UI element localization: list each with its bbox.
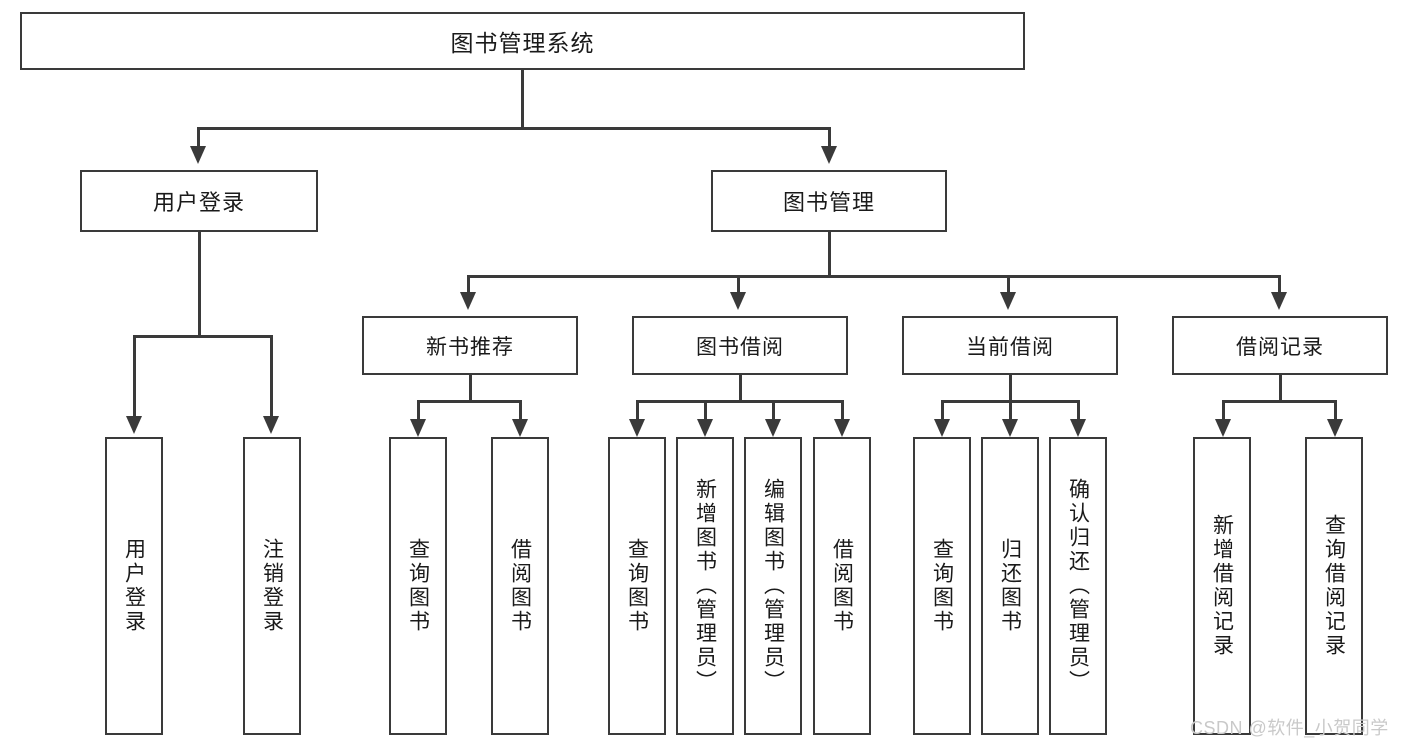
leaf-borrowrecord-query-record[interactable]: 查询借阅记录	[1305, 437, 1363, 735]
connector-root-bus	[197, 127, 831, 130]
connector-borrowrecord-bus	[1222, 400, 1337, 403]
arrowhead-bookborrow-leaf1	[629, 419, 645, 437]
node-label: 查询图书	[625, 538, 649, 634]
connector-bookborrow-stem	[739, 375, 742, 403]
arrowhead-borrowrecord-leaf2	[1327, 419, 1343, 437]
connector-newbook-to-leaf1	[417, 400, 420, 420]
connector-bookmgmt-to-new	[467, 275, 470, 293]
connector-bookborrow-to-leaf1	[636, 400, 639, 420]
connector-login-to-leaf1	[133, 335, 136, 417]
arrowhead-bookmgmt-current	[1000, 292, 1016, 310]
arrowhead-borrowrecord-leaf1	[1215, 419, 1231, 437]
arrowhead-bookborrow-leaf3	[765, 419, 781, 437]
leaf-bookborrow-query-book[interactable]: 查询图书	[608, 437, 666, 735]
arrowhead-root-to-login	[190, 146, 206, 164]
connector-bookmgmt-bus	[467, 275, 1281, 278]
connector-bookmgmt-stem	[828, 232, 831, 277]
arrowhead-login-leaf1	[126, 416, 142, 434]
arrowhead-currentborrow-leaf2	[1002, 419, 1018, 437]
node-book-management[interactable]: 图书管理	[711, 170, 947, 232]
arrowhead-login-leaf2	[263, 416, 279, 434]
node-label: 查询图书	[406, 538, 430, 634]
node-label: 新增图书（管理员）	[693, 478, 717, 694]
connector-currentborrow-to-leaf2	[1009, 400, 1012, 420]
node-label: 图书管理系统	[450, 30, 595, 56]
arrowhead-currentborrow-leaf1	[934, 419, 950, 437]
connector-bookmgmt-to-current	[1007, 275, 1010, 293]
leaf-borrowrecord-add-record[interactable]: 新增借阅记录	[1193, 437, 1251, 735]
node-label: 查询借阅记录	[1322, 514, 1346, 658]
arrowhead-root-to-bookmgmt	[821, 146, 837, 164]
node-current-borrow[interactable]: 当前借阅	[902, 316, 1118, 375]
node-label: 查询图书	[930, 538, 954, 634]
node-label: 借阅图书	[508, 538, 532, 634]
leaf-logout[interactable]: 注销登录	[243, 437, 301, 735]
leaf-newbook-borrow-book[interactable]: 借阅图书	[491, 437, 549, 735]
leaf-user-login[interactable]: 用户登录	[105, 437, 163, 735]
node-root-system[interactable]: 图书管理系统	[20, 12, 1025, 70]
node-label: 新书推荐	[426, 335, 514, 359]
connector-root-to-login	[197, 127, 200, 147]
node-label: 新增借阅记录	[1210, 514, 1234, 658]
connector-bookborrow-to-leaf3	[772, 400, 775, 420]
leaf-bookborrow-borrow-book[interactable]: 借阅图书	[813, 437, 871, 735]
connector-currentborrow-to-leaf1	[941, 400, 944, 420]
node-label: 借阅图书	[830, 538, 854, 634]
arrowhead-currentborrow-leaf3	[1070, 419, 1086, 437]
connector-newbook-to-leaf2	[519, 400, 522, 420]
arrowhead-bookmgmt-new	[460, 292, 476, 310]
node-borrow-record[interactable]: 借阅记录	[1172, 316, 1388, 375]
connector-newbook-stem	[469, 375, 472, 403]
connector-borrowrecord-to-leaf2	[1334, 400, 1337, 420]
connector-newbook-bus	[417, 400, 522, 403]
node-label: 用户登录	[152, 190, 245, 215]
node-label: 当前借阅	[966, 335, 1054, 359]
node-label: 借阅记录	[1236, 335, 1324, 359]
connector-currentborrow-to-leaf3	[1077, 400, 1080, 420]
node-label: 编辑图书（管理员）	[761, 478, 785, 694]
leaf-newbook-query-book[interactable]: 查询图书	[389, 437, 447, 735]
connector-bookborrow-to-leaf2	[704, 400, 707, 420]
node-label: 图书借阅	[696, 335, 784, 359]
node-user-login[interactable]: 用户登录	[80, 170, 318, 232]
leaf-currentborrow-return-book[interactable]: 归还图书	[981, 437, 1039, 735]
node-new-book-recommend[interactable]: 新书推荐	[362, 316, 578, 375]
arrowhead-bookborrow-leaf2	[697, 419, 713, 437]
leaf-bookborrow-add-book-admin[interactable]: 新增图书（管理员）	[676, 437, 734, 735]
node-label: 图书管理	[782, 190, 875, 215]
connector-bookborrow-bus	[636, 400, 844, 403]
csdn-watermark: CSDN @软件_小贺同学	[1190, 718, 1389, 738]
connector-borrowrecord-stem	[1279, 375, 1282, 403]
connector-root-stem	[521, 70, 524, 129]
node-book-borrow[interactable]: 图书借阅	[632, 316, 848, 375]
connector-bookborrow-to-leaf4	[841, 400, 844, 420]
connector-login-bus	[133, 335, 273, 338]
connector-login-to-leaf2	[270, 335, 273, 417]
leaf-bookborrow-edit-book-admin[interactable]: 编辑图书（管理员）	[744, 437, 802, 735]
connector-bookmgmt-to-borrow	[737, 275, 740, 293]
node-label: 用户登录	[122, 538, 146, 634]
leaf-currentborrow-confirm-return-admin[interactable]: 确认归还（管理员）	[1049, 437, 1107, 735]
arrowhead-newbook-leaf1	[410, 419, 426, 437]
connector-borrowrecord-to-leaf1	[1222, 400, 1225, 420]
arrowhead-bookmgmt-borrow	[730, 292, 746, 310]
connector-currentborrow-stem	[1009, 375, 1012, 403]
node-label: 注销登录	[260, 538, 284, 634]
leaf-currentborrow-query-book[interactable]: 查询图书	[913, 437, 971, 735]
arrowhead-bookborrow-leaf4	[834, 419, 850, 437]
node-label: 确认归还（管理员）	[1066, 478, 1090, 694]
connector-login-stem	[198, 232, 201, 337]
connector-bookmgmt-to-record	[1278, 275, 1281, 293]
node-label: 归还图书	[998, 538, 1022, 634]
arrowhead-bookmgmt-record	[1271, 292, 1287, 310]
connector-root-to-bookmgmt	[828, 127, 831, 147]
arrowhead-newbook-leaf2	[512, 419, 528, 437]
